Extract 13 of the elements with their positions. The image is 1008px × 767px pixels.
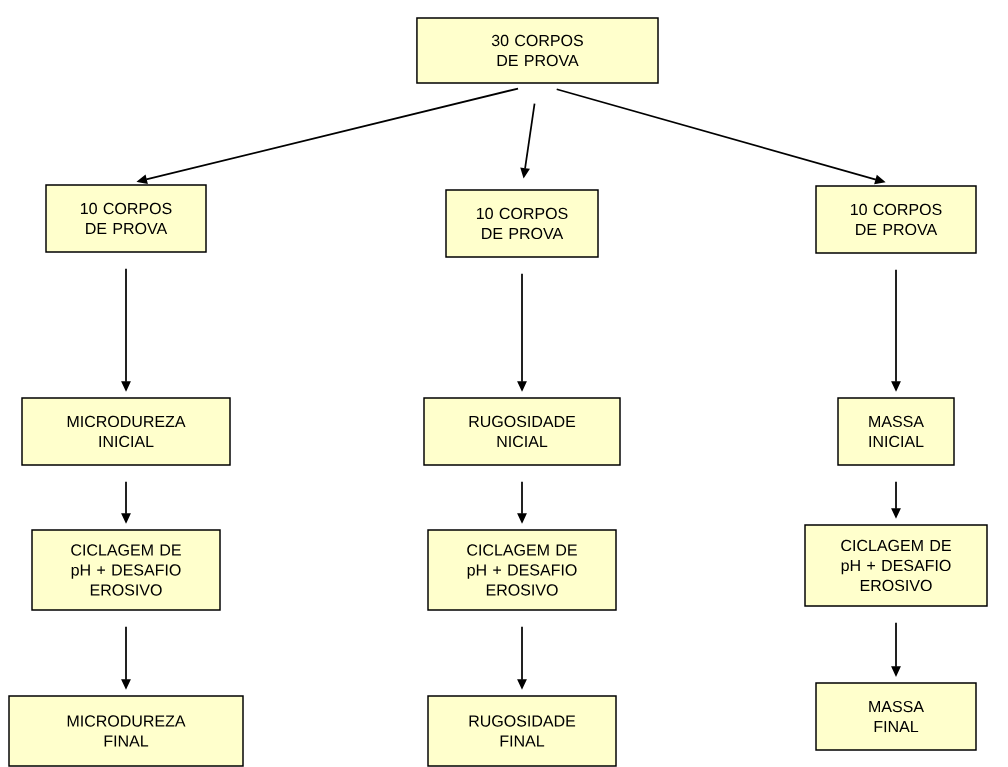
process-box: RUGOSIDADE FINAL — [427, 695, 617, 767]
process-box: 10 CORPOS DE PROVA — [45, 184, 207, 253]
process-box: 10 CORPOS DE PROVA — [815, 185, 977, 254]
process-box: MICRODUREZA INICIAL — [21, 397, 231, 466]
process-box: CICLAGEM DE pH + DESAFIO EROSIVO — [31, 529, 221, 611]
process-box: MASSA FINAL — [815, 682, 977, 751]
process-box: CICLAGEM DE pH + DESAFIO EROSIVO — [427, 529, 617, 611]
process-box: MICRODUREZA FINAL — [8, 695, 244, 767]
process-box: 10 CORPOS DE PROVA — [445, 189, 599, 258]
process-box: 30 CORPOS DE PROVA — [416, 17, 659, 84]
process-box: CICLAGEM DE pH + DESAFIO EROSIVO — [804, 524, 988, 607]
process-box: MASSA INICIAL — [837, 397, 955, 466]
process-box: RUGOSIDADE NICIAL — [423, 397, 621, 466]
